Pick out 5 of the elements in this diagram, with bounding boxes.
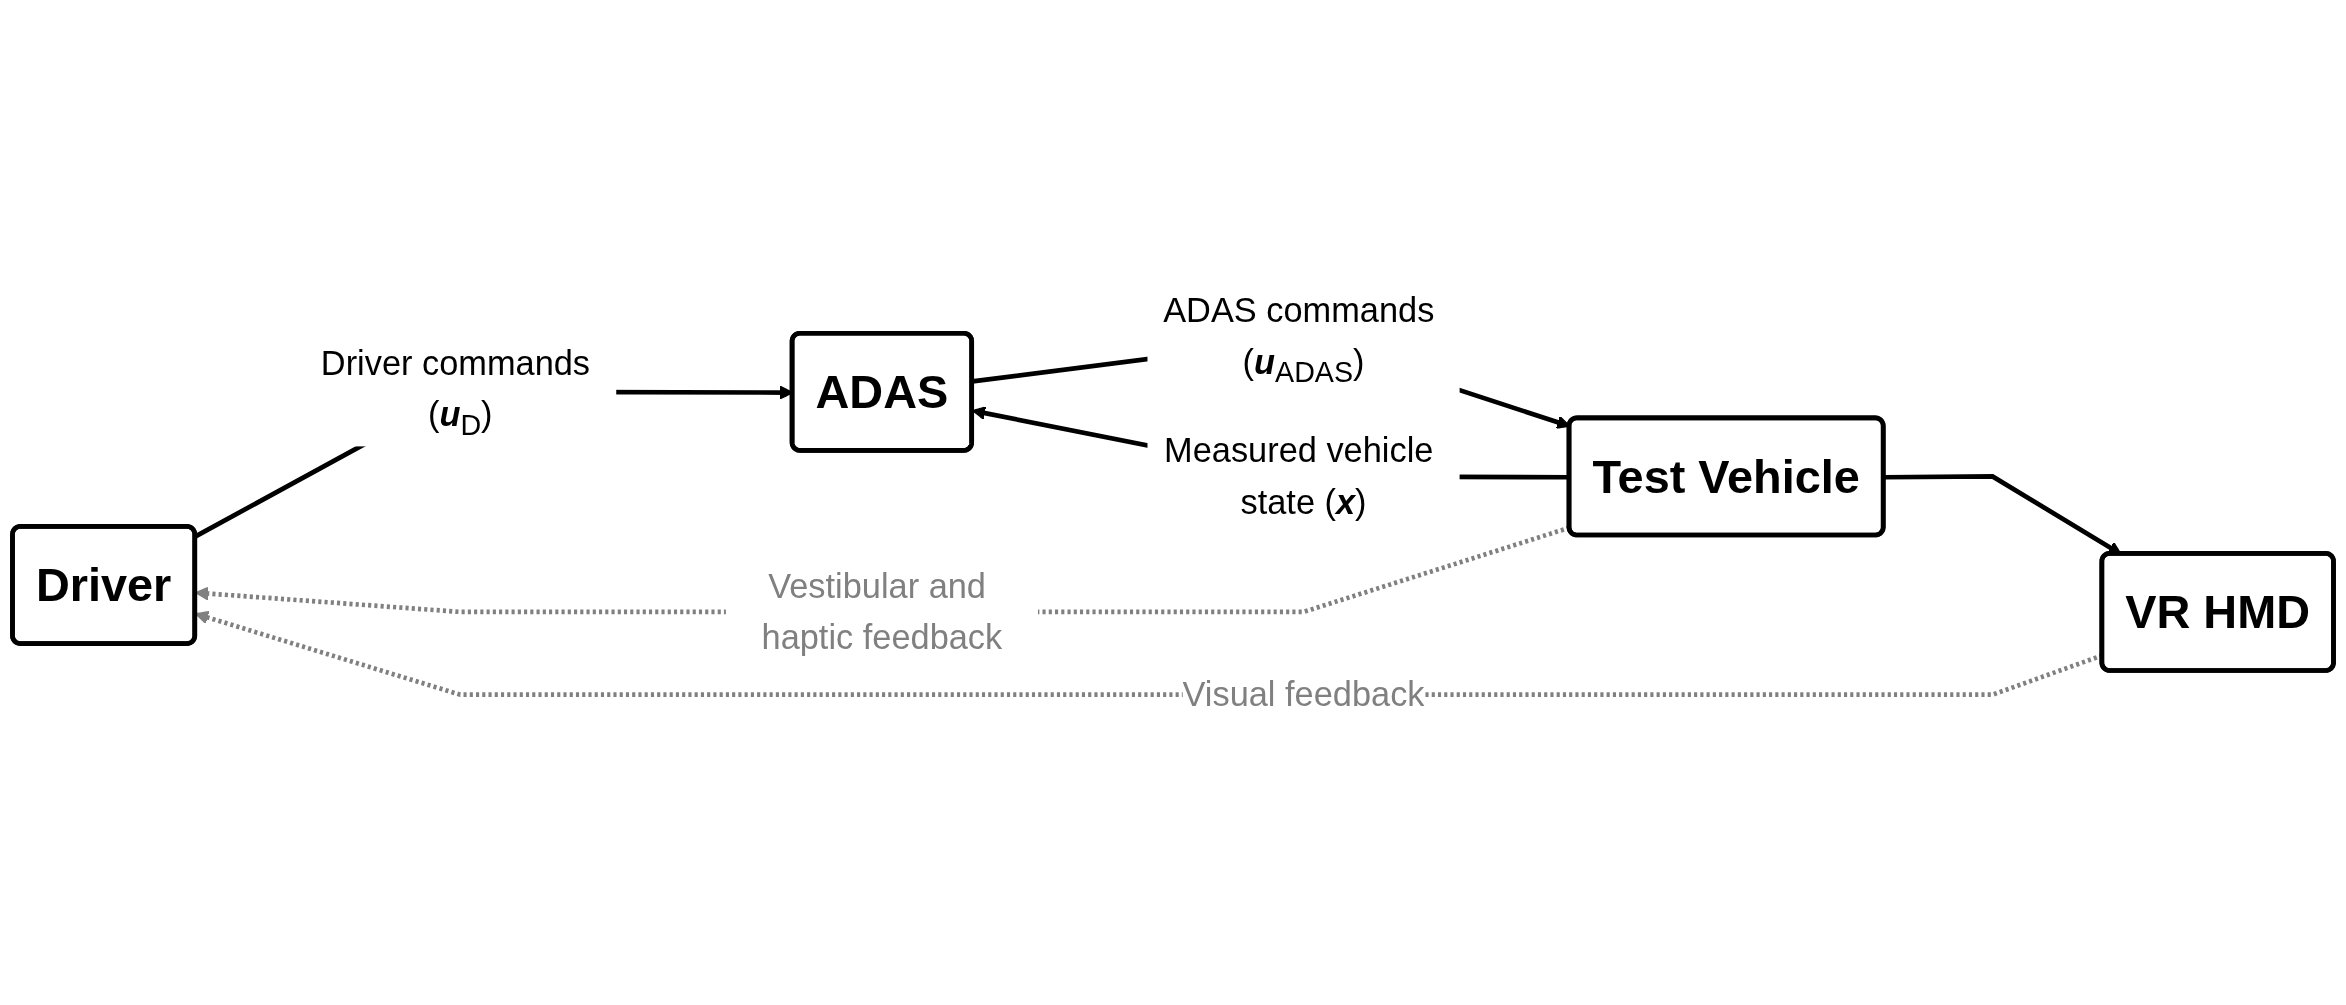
edge-label: Vestibular and haptic feedback	[761, 566, 1003, 658]
edge-label: ADAS commands (u$_{ADAS}$)	[1163, 290, 1435, 389]
edge-label: Measured vehicle state (x)	[1164, 431, 1434, 522]
edge-label: Driver commands (u$_{D}$)	[320, 343, 591, 441]
edge-label: Visual feedback	[1182, 675, 1425, 715]
